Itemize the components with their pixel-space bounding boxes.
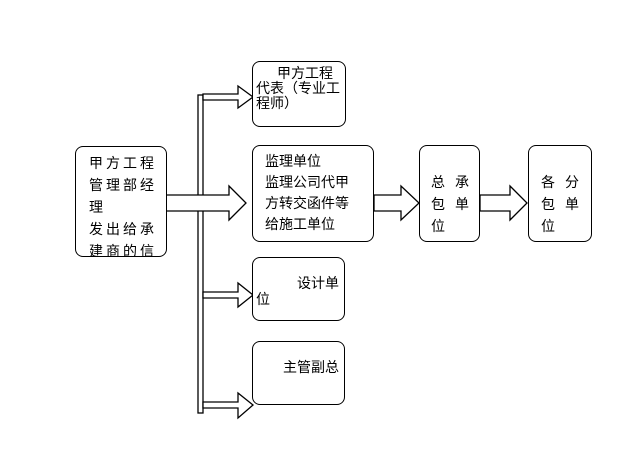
rep-line-3: 程师） [256, 96, 298, 112]
supervision-line-3: 方转交函件等 [265, 196, 349, 212]
design-line-1: 设计单 [297, 276, 339, 292]
general-char-2: 承 [455, 175, 469, 191]
sub-char-2: 分 [565, 175, 579, 191]
general-char-3: 包 [431, 197, 445, 213]
design-line-2: 位 [256, 292, 270, 308]
sub-char-3: 包 [541, 197, 555, 213]
rep-line-2: 代表（专业工 [256, 81, 340, 97]
origin-line-1: 甲方工程 [89, 156, 157, 172]
arrow-to-manager [202, 391, 255, 420]
origin-line-2: 管理部经 [89, 178, 157, 194]
sub-char-1: 各 [541, 175, 555, 191]
arrow-origin-to-supervision [163, 184, 247, 222]
origin-line-5: 建商的信 [89, 244, 157, 257]
arrow-general-to-sub [479, 184, 528, 222]
general-contractor-box: 总 承 包 单 位 [419, 145, 480, 242]
subcontractor-box: 各 分 包 单 位 [528, 145, 592, 242]
arrow-to-design [202, 281, 255, 309]
rep-line-1: 甲方工程 [277, 66, 333, 82]
origin-line-3: 理 [89, 200, 103, 216]
supervision-line-1: 监理单位 [265, 154, 321, 170]
manager-box: 主管副总 [252, 341, 345, 405]
arrow-to-rep [202, 84, 255, 110]
general-char-5: 位 [431, 219, 445, 235]
supervision-box: 监理单位 监理公司代甲 方转交函件等 给施工单位 [252, 145, 374, 242]
origin-box: 甲方工程 管理部经 理 发出给承 建商的信 [75, 146, 167, 257]
general-char-4: 单 [455, 197, 469, 213]
sub-char-5: 位 [541, 219, 555, 235]
design-box: 设计单 位 [252, 257, 345, 321]
arrow-supervision-to-general [373, 184, 420, 222]
supervision-line-4: 给施工单位 [265, 217, 335, 233]
supervision-line-2: 监理公司代甲 [265, 175, 349, 191]
general-char-1: 总 [431, 175, 445, 191]
vertical-trunk-line [197, 94, 204, 414]
representative-box: 甲方工程 代表（专业工 程师） [252, 61, 346, 127]
origin-line-4: 发出给承 [89, 222, 157, 238]
sub-char-4: 单 [565, 197, 579, 213]
manager-line-1: 主管副总 [283, 360, 339, 376]
